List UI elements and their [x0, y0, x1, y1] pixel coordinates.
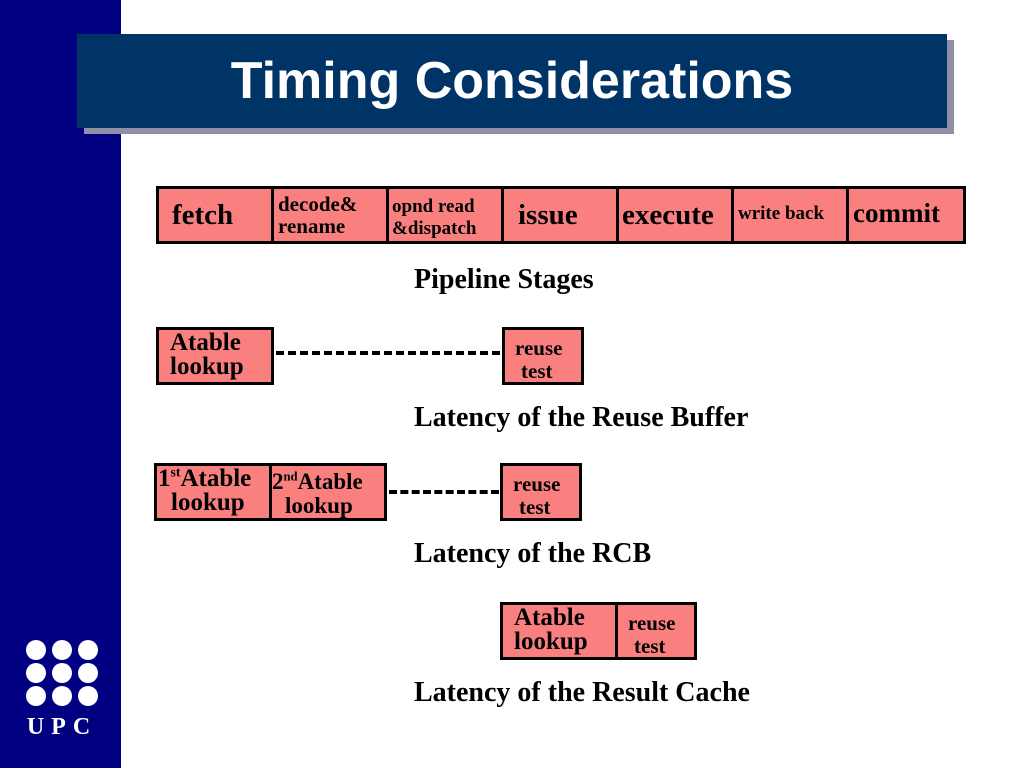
- stage-label: rename: [278, 214, 346, 238]
- box-label: lookup: [171, 489, 245, 516]
- stage-fetch: fetch: [156, 186, 274, 244]
- stage-commit: commit: [846, 186, 966, 244]
- stage-decode-rename: decode& rename: [271, 186, 389, 244]
- atable-lookup-box: Atable lookup: [156, 327, 274, 385]
- atable-lookup-box: Atable lookup: [500, 602, 618, 660]
- stage-label: issue: [518, 199, 578, 231]
- stage-label: decode&: [278, 192, 358, 216]
- reuse-test-box: reuse test: [500, 463, 582, 521]
- rcb-caption: Latency of the RCB: [414, 538, 652, 569]
- stage-label: commit: [853, 198, 940, 228]
- box-label: lookup: [514, 628, 588, 655]
- box-label: reuse: [515, 336, 563, 360]
- box-label: Atable: [514, 604, 585, 631]
- logo-text: UPC: [26, 714, 98, 740]
- stage-write-back: write back: [731, 186, 849, 244]
- box-label: lookup: [170, 353, 244, 380]
- box-label: test: [634, 634, 666, 658]
- stage-issue: issue: [501, 186, 619, 244]
- ordinal-suffix: st: [170, 464, 181, 480]
- stage-execute: execute: [616, 186, 734, 244]
- upc-logo-icon: [26, 640, 98, 706]
- box-label: test: [519, 495, 551, 519]
- box-label: 2ndAtable: [272, 470, 363, 494]
- stage-label: write back: [738, 203, 825, 224]
- box-label: reuse: [513, 472, 561, 496]
- stage-opnd-read-dispatch: opnd read &dispatch: [386, 186, 504, 244]
- stage-label: fetch: [172, 199, 234, 231]
- title-bar: Timing Considerations: [77, 34, 947, 128]
- reuse-buffer-caption: Latency of the Reuse Buffer: [414, 402, 749, 433]
- reuse-test-box: reuse test: [615, 602, 697, 660]
- box-label: Atable: [170, 329, 241, 356]
- ordinal-number: 2: [272, 469, 284, 494]
- stage-label: execute: [622, 199, 714, 231]
- result-cache-caption: Latency of the Result Cache: [414, 677, 750, 708]
- stage-label: opnd read: [392, 196, 475, 217]
- box-label: reuse: [628, 611, 676, 635]
- reuse-test-box: reuse test: [502, 327, 584, 385]
- box-label: 1stAtable: [158, 464, 252, 492]
- ordinal-number: 1: [158, 465, 171, 492]
- stage-label: &dispatch: [392, 218, 477, 239]
- latency-dashed-line: [276, 351, 500, 355]
- ordinal-suffix: nd: [283, 469, 298, 484]
- latency-dashed-line: [389, 490, 499, 494]
- box-word: Atable: [180, 465, 252, 492]
- box-word: Atable: [297, 469, 363, 494]
- box-label: lookup: [285, 493, 353, 518]
- second-atable-lookup-box: 2ndAtable lookup: [269, 463, 387, 521]
- page-title: Timing Considerations: [230, 52, 794, 110]
- first-atable-lookup-box: 1stAtable lookup: [154, 463, 272, 521]
- box-label: test: [521, 359, 553, 383]
- pipeline-caption: Pipeline Stages: [414, 264, 594, 295]
